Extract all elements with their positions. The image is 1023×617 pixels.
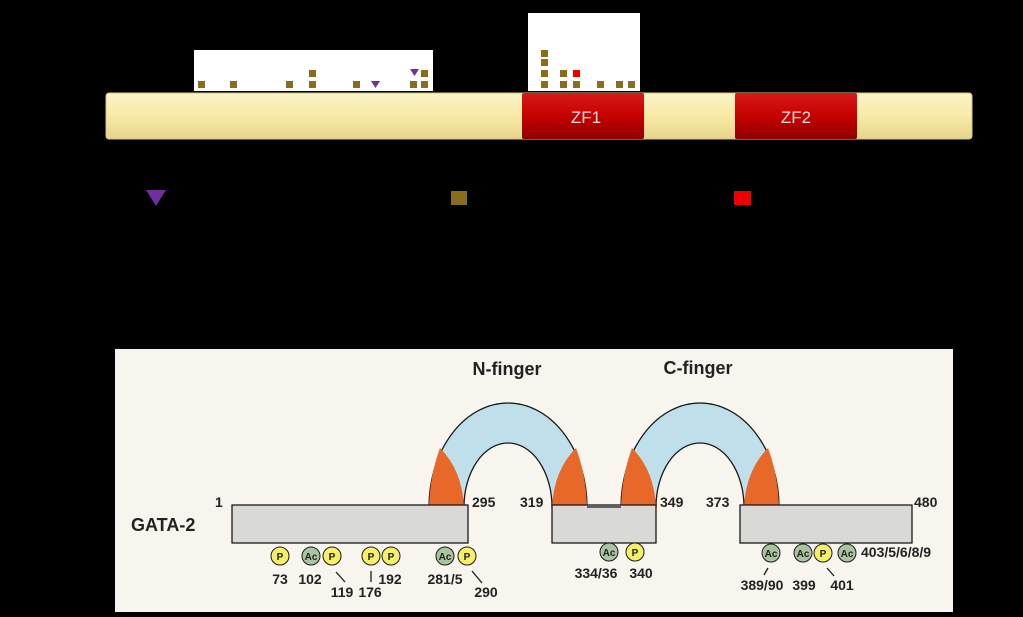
mutation-square (573, 81, 580, 88)
gata2-segment-1 (231, 504, 469, 544)
phospho-badge-label: P (368, 552, 375, 563)
site-label: 334/36 (575, 565, 618, 581)
site-label: 102 (298, 571, 322, 587)
acetyl-badge-icon (761, 543, 781, 563)
mutation-square (421, 70, 428, 77)
mutation-square (353, 81, 360, 88)
position-label: 373 (706, 494, 730, 510)
mutation-square (560, 70, 567, 77)
mutation-square (421, 81, 428, 88)
mutation-square (597, 81, 604, 88)
n-finger-arch (428, 402, 588, 508)
acetyl-badge-icon (301, 546, 321, 566)
mutation-triangle (410, 69, 419, 76)
modification-sites: P Ac P P P Ac P Ac P Ac Ac (270, 542, 857, 566)
legend (146, 190, 751, 206)
phospho-badge-label: P (464, 552, 471, 563)
phospho-badge-label: P (277, 552, 284, 563)
mutation-markers-nterm (198, 70, 428, 88)
position-label: 349 (660, 494, 684, 510)
gata2-segment-3 (739, 504, 913, 544)
mutation-red-square (573, 70, 580, 77)
site-label: 119 (331, 584, 354, 600)
site-label: 340 (629, 565, 653, 581)
acetyl-badge-label: Ac (439, 552, 452, 563)
gata2-diagram: N-finger C-finger GATA-2 1 295 319 349 3… (115, 349, 953, 612)
n-finger-base-left (429, 448, 464, 507)
gata2-segment-2 (551, 504, 657, 544)
phospho-badge-icon (381, 546, 401, 566)
zf2-domain (735, 93, 857, 139)
position-label: 295 (472, 494, 496, 510)
phospho-badge-icon (813, 543, 833, 563)
site-label: 403/5/6/8/9 (861, 544, 931, 560)
legend-square-icon (451, 191, 467, 205)
acetyl-badge-icon (837, 543, 857, 563)
mutation-square (541, 50, 548, 57)
acetyl-badge-icon (599, 542, 619, 562)
mutation-square (541, 59, 548, 66)
site-label: 399 (792, 577, 816, 593)
site-leader-lines (335, 567, 835, 584)
acetyl-badge-label: Ac (841, 549, 854, 560)
c-finger-label: C-finger (664, 358, 733, 378)
mutation-square (198, 81, 205, 88)
site-label: 73 (272, 571, 288, 587)
legend-triangle-icon (146, 190, 166, 206)
site-label: 176 (358, 584, 382, 600)
mutation-square (628, 81, 635, 88)
n-finger-base-right (552, 448, 587, 507)
phospho-badge-icon (361, 546, 381, 566)
mutation-square (410, 81, 417, 88)
site-label: 401 (830, 577, 854, 593)
position-label: 1 (215, 494, 223, 510)
legend-red-square-icon (734, 191, 751, 205)
c-finger-arch (620, 402, 780, 508)
acetyl-badge-label: Ac (603, 548, 616, 559)
acetyl-badge-label: Ac (797, 549, 810, 560)
position-label: 319 (520, 494, 544, 510)
top-domain-diagram: ZF1 ZF2 (105, 13, 973, 140)
site-label: 281/5 (427, 571, 462, 587)
mutation-square (309, 70, 316, 77)
mutation-markers-zf1 (541, 50, 635, 88)
phospho-badge-label: P (388, 552, 395, 563)
zf1-domain (522, 93, 644, 139)
mutation-square (309, 81, 316, 88)
position-label: 480 (914, 494, 938, 510)
mutation-triangle (371, 81, 380, 88)
phospho-badge-label: P (632, 548, 639, 559)
c-finger-base-right (744, 448, 779, 507)
n-finger-label: N-finger (473, 359, 542, 379)
mutation-square (541, 81, 548, 88)
mutation-square (541, 70, 548, 77)
phospho-badge-icon (457, 546, 477, 566)
acetyl-badge-icon (793, 543, 813, 563)
acetyl-badge-label: Ac (765, 549, 778, 560)
phospho-badge-icon (322, 546, 342, 566)
phospho-badge-label: P (820, 549, 827, 560)
mutation-square (286, 81, 293, 88)
site-label: 389/90 (741, 577, 784, 593)
mutation-square (560, 81, 567, 88)
zf2-label: ZF2 (781, 108, 811, 127)
phospho-badge-icon (270, 546, 290, 566)
gata2-panel (115, 349, 953, 612)
acetyl-badge-icon (435, 546, 455, 566)
site-label: 290 (474, 584, 498, 600)
site-label: 192 (378, 571, 402, 587)
acetyl-badge-label: Ac (305, 552, 318, 563)
protein-name: GATA-2 (131, 515, 195, 535)
mutation-square (230, 81, 237, 88)
mutation-square (616, 81, 623, 88)
c-finger-base-left (621, 448, 656, 507)
phospho-badge-icon (625, 542, 645, 562)
phospho-badge-label: P (329, 552, 336, 563)
zf1-label: ZF1 (571, 108, 601, 127)
